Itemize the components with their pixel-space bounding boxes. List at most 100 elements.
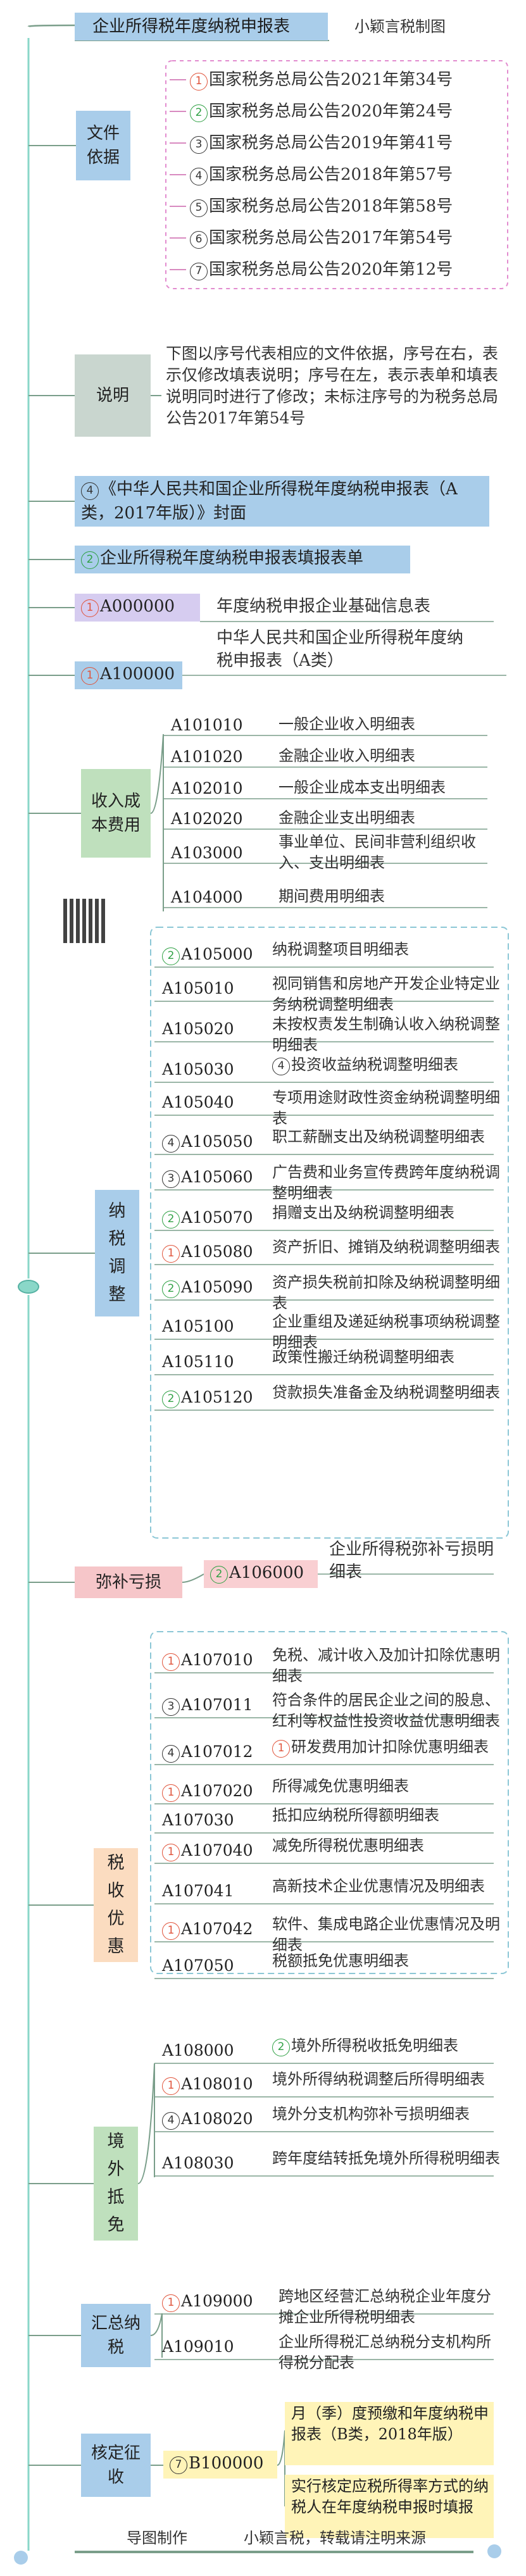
doc-number-icon: 1	[162, 1653, 180, 1671]
adjust-text: 资产损失税前扣除及纳税调整明细表	[272, 1272, 500, 1314]
root-node-icon	[18, 1280, 39, 1294]
pref-text: 抵扣应纳税所得额明细表	[272, 1805, 500, 1826]
doc-item-text: 国家税务总局公告2018年第58号	[209, 197, 453, 216]
pref-text-value: 高新技术企业优惠情况及明细表	[272, 1877, 485, 1895]
adjust-code-text: A105120	[181, 1388, 253, 1406]
docs-label: 文件依据	[76, 111, 130, 180]
foreign-text: 境外分支机构弥补亏损明细表	[272, 2104, 500, 2125]
map-title: 企业所得税年度纳税申报表	[75, 13, 328, 41]
doc-number-icon: 4	[190, 168, 208, 185]
doc-number-icon: 1	[272, 1740, 290, 1758]
foreign-text-value: 境外所得税收抵免明细表	[291, 2037, 458, 2054]
adjust-code-text: A105100	[162, 1317, 234, 1335]
doc-number-icon: 2	[81, 551, 99, 569]
pref-text: 减免所得税优惠明细表	[272, 1835, 500, 1856]
doc-number-icon: 2	[162, 1211, 180, 1229]
adjust-code-text: A105080	[181, 1242, 253, 1261]
doc-number-icon: 7	[170, 2456, 187, 2474]
adjust-text-value: 职工薪酬支出及纳税调整明细表	[272, 1128, 485, 1146]
income-code: A101010	[171, 716, 243, 734]
pref-code-text: A107012	[181, 1742, 253, 1761]
adjust-text: 政策性搬迁纳税调整明细表	[272, 1347, 500, 1368]
income-code: A104000	[171, 888, 243, 906]
pref-code-text: A107011	[181, 1696, 253, 1714]
adjust-code-text: A105010	[162, 979, 234, 997]
adjust-code-text: A105090	[181, 1278, 253, 1296]
adjust-label: 纳税调整	[95, 1190, 139, 1316]
loss-label: 弥补亏损	[75, 1566, 182, 1598]
group-frame	[150, 1631, 509, 1974]
pref-text-value: 软件、集成电路企业优惠情况及明细表	[272, 1915, 500, 1954]
connector-line	[150, 734, 164, 911]
adjust-code-text: A105110	[162, 1353, 234, 1371]
note-text: 下图以序号代表相应的文件依据，序号在右，表示仅修改填表说明；序号在左，表示表单和…	[166, 344, 499, 427]
income-text: 一般企业成本支出明细表	[279, 778, 446, 796]
doc-number-icon: 2	[210, 1566, 228, 1584]
adjust-text-value: 广告费和业务宣传费跨年度纳税调整明细表	[272, 1163, 500, 1202]
adjust-text-value: 纳税调整项目明细表	[272, 941, 409, 958]
adjust-code-text: A105020	[162, 1020, 234, 1038]
income-text: 一般企业收入明细表	[279, 715, 415, 733]
adjust-code: A105030	[162, 1058, 234, 1081]
adjust-code-text: A105050	[181, 1132, 253, 1151]
summary-code: A109010	[162, 2335, 234, 2358]
foreign-code: A108000	[162, 2039, 234, 2062]
verify-label: 核定征收	[81, 2434, 151, 2497]
note-label: 说明	[75, 354, 151, 437]
footer-node-icon	[487, 2544, 501, 2558]
adjust-text: 未按权责发生制确认收入纳税调整明细表	[272, 1014, 500, 1056]
adjust-text-value: 捐赠支出及纳税调整明细表	[272, 1204, 454, 1222]
adjust-code: A105110	[162, 1351, 234, 1373]
doc-number-icon: 3	[162, 1698, 180, 1716]
doc-number-icon: 2	[272, 2039, 290, 2056]
connector-line	[137, 2063, 155, 2184]
doc-item-text: 国家税务总局公告2020年第12号	[209, 260, 453, 279]
doc-number-icon: 4	[162, 2112, 180, 2130]
income-text: 事业单位、民间非营利组织收入、支出明细表	[279, 833, 476, 872]
adjust-code-text: A105030	[162, 1060, 234, 1079]
doc-number-icon: 5	[190, 199, 208, 217]
foreign-code-text: A108020	[181, 2110, 253, 2128]
foreign-code: A108030	[162, 2152, 234, 2175]
summary-text: 跨地区经营汇总纳税企业年度分摊企业所得税明细表	[279, 2286, 500, 2328]
doc-number-icon: 1	[162, 1922, 180, 1940]
adjust-text: 职工薪酬支出及纳税调整明细表	[272, 1127, 500, 1147]
doc-number-icon: 1	[190, 73, 208, 91]
pref-text-value: 抵扣应纳税所得额明细表	[272, 1806, 439, 1824]
income-code: A102020	[171, 810, 243, 828]
summary-code-text: A109010	[162, 2337, 234, 2356]
adjust-text: 捐赠支出及纳税调整明细表	[272, 1203, 500, 1223]
summary-code-text: A109000	[181, 2292, 253, 2310]
doc-number-icon: 4	[162, 1745, 180, 1763]
connector-line	[27, 24, 75, 28]
main-text: 中华人民共和国企业所得税年度纳税申报表（A类）	[216, 628, 464, 670]
adjust-text: 视同销售和房地产开发企业特定业务纳税调整明细表	[272, 973, 500, 1015]
doc-number-icon: 1	[162, 2077, 180, 2095]
income-text: 金融企业支出明细表	[279, 809, 415, 827]
income-code: A102010	[171, 779, 243, 797]
adjust-code: A105100	[162, 1315, 234, 1338]
income-text: 期间费用明细表	[279, 887, 385, 905]
income-text: 金融企业收入明细表	[279, 747, 415, 765]
doc-number-icon: 2	[190, 104, 208, 122]
adjust-text: 纳税调整项目明细表	[272, 939, 500, 960]
pref-text-value: 研发费用加计扣除优惠明细表	[291, 1738, 489, 1756]
adjust-code-text: A105060	[181, 1168, 253, 1186]
adjust-text: 企业重组及递延纳税事项纳税调整明细表	[272, 1311, 500, 1353]
adjust-text-value: 贷款损失准备金及纳税调整明细表	[272, 1384, 500, 1401]
income-label: 收入成本费用	[81, 769, 151, 858]
connector-line	[277, 2430, 285, 2506]
pref-code-text: A107030	[162, 1811, 234, 1829]
summary-text-value: 跨地区经营汇总纳税企业年度分摊企业所得税明细表	[279, 2287, 491, 2326]
